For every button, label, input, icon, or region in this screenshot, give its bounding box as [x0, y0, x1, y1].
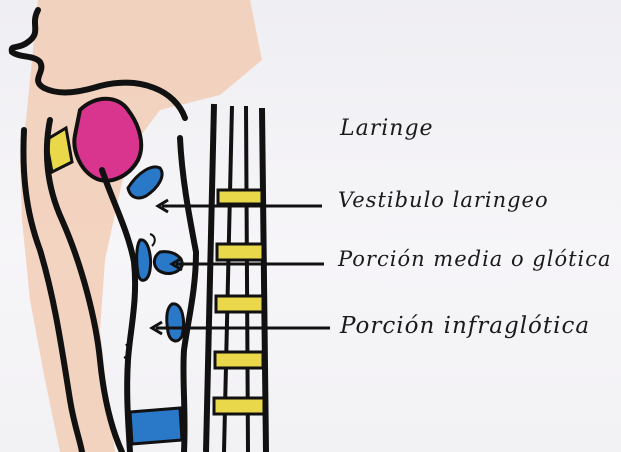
trachea-ring: [218, 190, 262, 204]
trachea-ring: [216, 296, 263, 312]
label-laringe: Laringe: [340, 116, 434, 141]
ink-detail: [150, 234, 155, 246]
magenta-structure: [74, 99, 141, 181]
trachea-ring: [217, 244, 263, 260]
blue-vestibular-fold: [137, 240, 151, 281]
label-porcion-infraglotica: Porción infraglótica: [340, 313, 590, 339]
blue-subglottic-fold: [167, 304, 184, 341]
larynx-anterior-wall: [180, 138, 196, 452]
trachea-rings: [214, 190, 264, 414]
trachea-ring: [214, 398, 264, 414]
blue-trachea-band: [130, 408, 182, 444]
trachea-ring: [215, 352, 263, 368]
label-vestibulo-laringeo: Vestibulo laringeo: [338, 188, 549, 212]
label-porcion-glotica: Porción media o glótica: [338, 247, 612, 271]
blue-epiglottis: [128, 167, 162, 198]
